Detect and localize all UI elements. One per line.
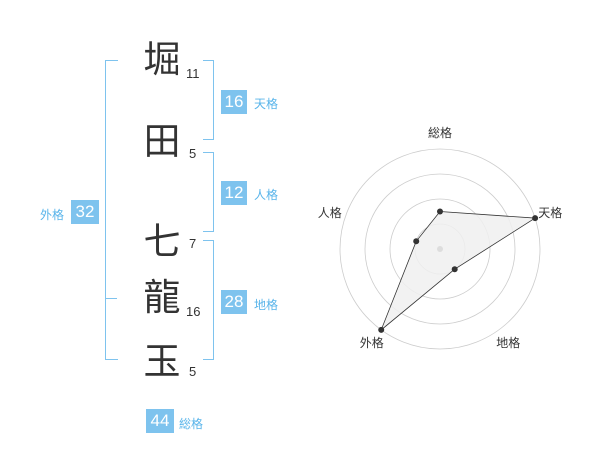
name-char-2: 田 — [143, 120, 181, 163]
name-char-5: 玉 — [143, 340, 181, 383]
chikaku-label: 地格 — [254, 298, 279, 312]
gaikaku-bracket-divider — [105, 298, 117, 299]
chikaku-bracket — [203, 240, 214, 360]
jinkaku-badge: 12 — [221, 181, 247, 205]
gaikaku-label: 外格 — [40, 208, 65, 222]
name-char-3: 七 — [143, 220, 181, 263]
stroke-count-2: 5 — [189, 146, 197, 161]
tenkaku-bracket — [203, 60, 214, 140]
name-char-4: 龍 — [143, 276, 181, 319]
radar-point-2 — [532, 215, 539, 222]
radar-center-dot — [437, 246, 443, 252]
gaikaku-badge: 32 — [71, 200, 99, 224]
jinkaku-label: 人格 — [254, 188, 279, 202]
radar-ring-3 — [364, 173, 516, 325]
radar-axis-label-4: 外格 — [360, 335, 384, 350]
radar-axis-label-2: 天格 — [538, 205, 562, 220]
radar-ring-2 — [389, 198, 491, 300]
soukaku-badge: 44 — [146, 409, 174, 433]
radar-axis-label-1: 総格 — [428, 125, 452, 140]
tenkaku-label: 天格 — [254, 97, 279, 111]
stroke-count-5: 5 — [189, 364, 197, 379]
radar-area — [380, 211, 537, 331]
chikaku-badge: 28 — [221, 290, 247, 314]
radar-axis-label-5: 人格 — [318, 205, 342, 220]
tenkaku-badge: 16 — [221, 90, 247, 114]
radar-point-5 — [413, 238, 420, 245]
name-char-1: 堀 — [143, 38, 181, 81]
radar-axis-label-3: 地格 — [496, 335, 520, 350]
stroke-count-1: 11 — [186, 66, 200, 81]
radar-point-3 — [451, 266, 458, 273]
radar-ring-4 — [339, 148, 541, 350]
radar-point-1 — [437, 208, 443, 215]
jinkaku-bracket — [203, 152, 214, 232]
stroke-count-3: 7 — [189, 236, 197, 251]
soukaku-label: 総格 — [179, 417, 204, 431]
gaikaku-bracket — [105, 60, 118, 360]
radar-point-4 — [378, 326, 385, 333]
stroke-count-4: 16 — [186, 304, 201, 319]
